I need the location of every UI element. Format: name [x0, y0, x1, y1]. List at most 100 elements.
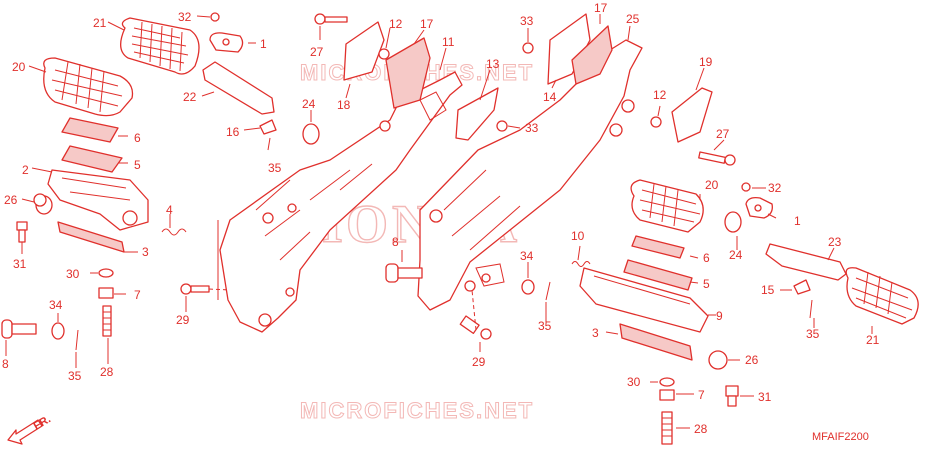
- callout-8: 8: [2, 357, 9, 371]
- callout-9: 9: [716, 309, 723, 323]
- callout-35: 35: [68, 369, 82, 383]
- callout-15: 15: [761, 283, 775, 297]
- callout-28-right: 28: [694, 422, 708, 436]
- footpeg-rubber-left-top: [120, 17, 200, 75]
- collar-right-26: [708, 350, 728, 370]
- bolt-left-28: [102, 305, 112, 337]
- rubber-plate-left: [61, 117, 119, 143]
- callout-18: 18: [337, 98, 351, 112]
- callout-35-right: 35: [538, 319, 552, 333]
- pivot-plate-right-3: [619, 323, 693, 361]
- bolt-right-31: [725, 385, 739, 407]
- collar-right-12: [650, 116, 662, 128]
- footpeg-rubber-right-21: [845, 267, 919, 325]
- leader-lines: [5, 14, 873, 429]
- callout-24-right: 24: [729, 248, 743, 262]
- callout-17-right: 17: [594, 1, 608, 15]
- callout-12: 12: [389, 17, 403, 31]
- callout-29: 29: [176, 313, 190, 327]
- callout-16: 16: [226, 125, 240, 139]
- cotter-pin-left: [75, 329, 79, 351]
- bolt-left-29: [180, 283, 210, 295]
- main-bracket-right-25: [417, 39, 643, 311]
- callout-11: 11: [442, 35, 455, 49]
- nut-right-7: [659, 389, 675, 401]
- bolt-left-32: [210, 12, 220, 22]
- guide-line-29a: [208, 288, 231, 291]
- rubber-plate-left-2: [61, 145, 123, 173]
- bolt-left-31: [16, 221, 28, 243]
- heel-guard-right-19: [671, 87, 713, 143]
- callout-30: 30: [66, 267, 80, 281]
- rubber-left-17: [385, 37, 431, 109]
- callout-5: 5: [134, 158, 141, 172]
- step-arm-left-22: [202, 61, 275, 115]
- cotter-pin-right-35c: [545, 281, 551, 301]
- callout-33-top: 33: [520, 14, 534, 28]
- callout-20-right: 20: [705, 178, 719, 192]
- callout-7: 7: [134, 288, 141, 302]
- callout-31: 31: [13, 257, 27, 271]
- callout-8-right: 8: [392, 235, 399, 249]
- washer-left-34: [51, 322, 65, 340]
- callout-35b: 35: [268, 161, 282, 175]
- pin-right-8: [385, 263, 423, 283]
- washer-right-24: [724, 211, 742, 233]
- spring-right-10: [571, 261, 591, 267]
- pin-right-1: [745, 196, 773, 219]
- rubber-right-17: [571, 25, 613, 85]
- bolt-right-29: [459, 315, 492, 340]
- nut-left-7: [98, 287, 114, 299]
- callout-3-right: 3: [592, 326, 599, 340]
- pivot-plate-left: [57, 221, 125, 253]
- bolt-right-27: [698, 151, 736, 166]
- callout-3: 3: [142, 245, 149, 259]
- callout-6: 6: [134, 131, 141, 145]
- washer-left-30: [98, 268, 114, 278]
- callout-labels: 21 32 1 20 22 16 6 5 2 26 4 3 31 30 7 34…: [2, 1, 880, 436]
- nut-33-top: [522, 42, 534, 54]
- callout-2: 2: [22, 163, 29, 177]
- callout-21-right: 21: [866, 333, 880, 347]
- callout-23: 23: [828, 235, 842, 249]
- callout-1-right: 1: [794, 214, 801, 228]
- footpeg-rubber-left-mid: [43, 57, 134, 117]
- rubber-plate-right-5: [623, 259, 693, 291]
- main-bracket-left-11: [219, 71, 463, 333]
- callout-22: 22: [183, 90, 197, 104]
- callout-4: 4: [166, 203, 173, 217]
- direction-label: FR.: [32, 413, 53, 432]
- callout-5-right: 5: [703, 277, 710, 291]
- footpeg-rubber-right-20: [630, 179, 704, 233]
- callout-13: 13: [486, 57, 500, 71]
- spring-left: [161, 228, 187, 236]
- callout-32-right: 32: [768, 181, 782, 195]
- nut-33-mid: [496, 120, 508, 132]
- plate-13: [455, 87, 499, 141]
- cotter-pin-right-35d: [809, 299, 813, 319]
- callout-25: 25: [626, 12, 640, 26]
- step-bracket-right-9: [579, 267, 709, 333]
- step-bracket-left: [47, 169, 149, 231]
- rubber-plate-right-6: [631, 235, 685, 259]
- callout-34: 34: [49, 298, 63, 312]
- heel-guard-left-18: [343, 21, 385, 81]
- callout-32: 32: [178, 10, 192, 24]
- callout-17: 17: [420, 17, 434, 31]
- callout-21: 21: [93, 16, 107, 30]
- step-arm-right-23: [765, 243, 847, 281]
- callout-14: 14: [543, 90, 557, 104]
- callout-27-right: 27: [716, 127, 730, 141]
- callout-28: 28: [100, 365, 114, 379]
- front-direction-arrow: FR.: [7, 413, 53, 445]
- pin-left-1: [209, 32, 244, 53]
- callout-31-right: 31: [758, 390, 772, 404]
- diagram-code: MFAIF2200: [812, 431, 869, 443]
- callout-1: 1: [260, 37, 267, 51]
- callout-26-right: 26: [745, 353, 759, 367]
- callout-24: 24: [302, 97, 316, 111]
- collar-left: [33, 193, 53, 215]
- pin-left-8: [1, 319, 37, 339]
- washer-right-30: [659, 377, 675, 387]
